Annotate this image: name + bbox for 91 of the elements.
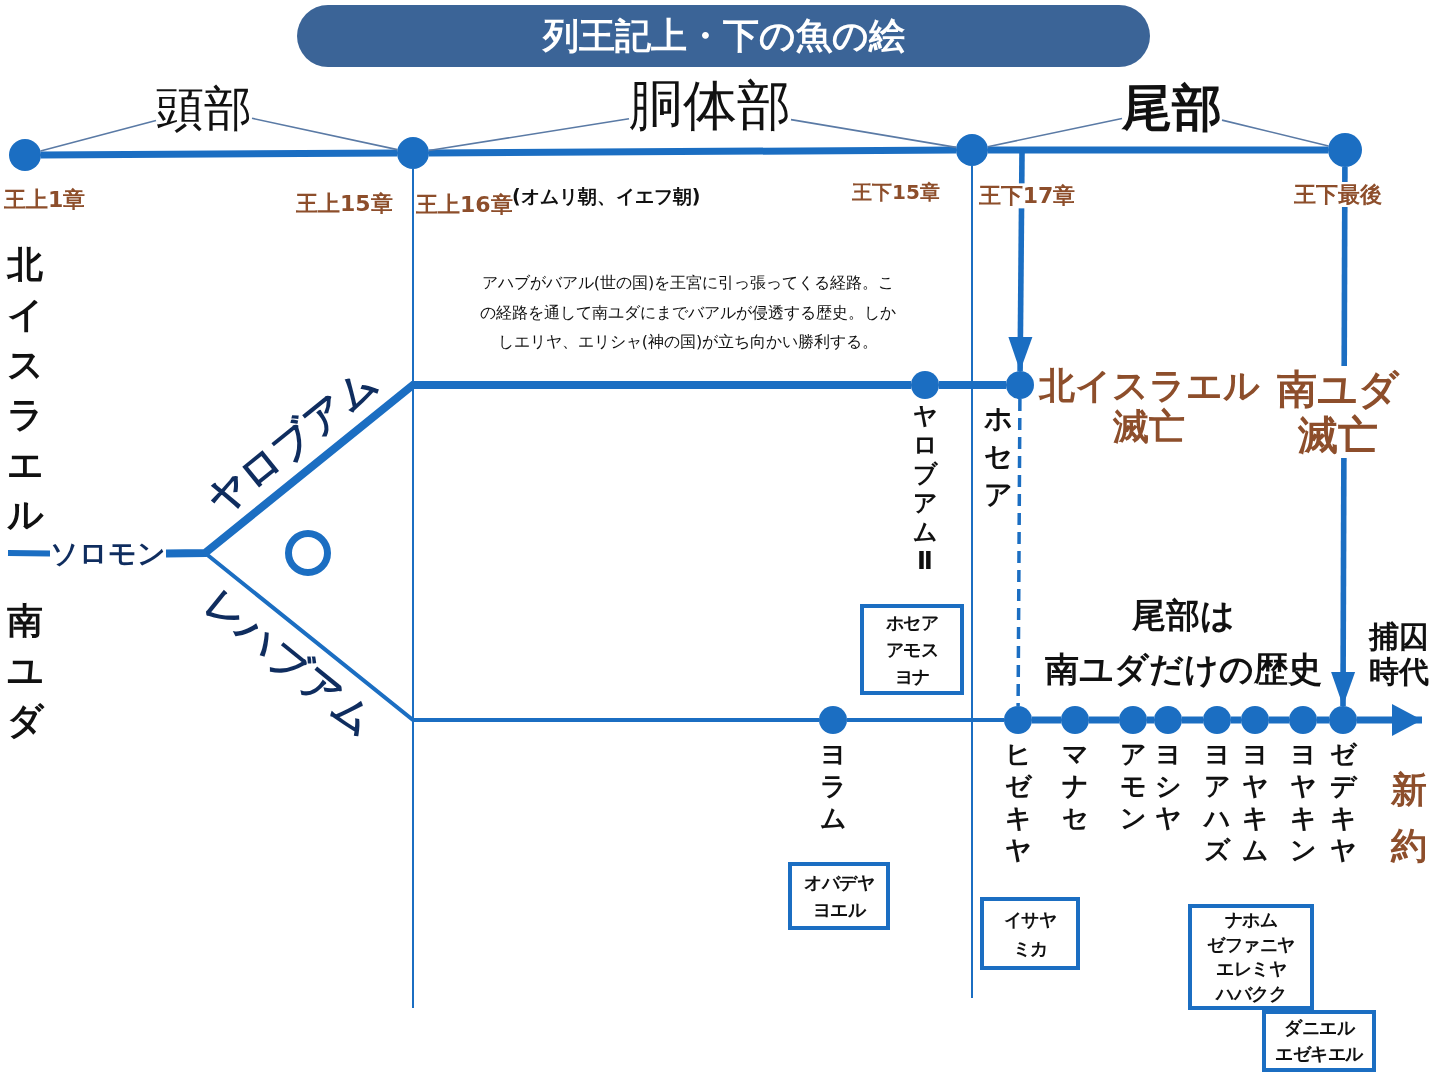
prophet-name: ヨエル — [812, 898, 866, 922]
section-heading: 胴体部 — [629, 76, 791, 136]
era-label: 捕囚時代 — [1367, 620, 1430, 689]
timeline-dot — [1061, 706, 1089, 734]
era-label: 新約 — [1390, 768, 1428, 868]
timeline-dot — [1241, 706, 1269, 734]
king-name: ヨヤキン — [1289, 738, 1317, 866]
timeline-dot — [9, 139, 41, 171]
timeline-dot — [1006, 371, 1034, 399]
section-heading: 頭部 — [156, 81, 252, 135]
king-name: ヨアハズ — [1203, 738, 1231, 866]
prophet-name: ダニエル — [1284, 1016, 1354, 1040]
timeline-dot — [819, 706, 847, 734]
timeline-line — [847, 718, 1004, 722]
timeline-dot — [1004, 706, 1032, 734]
prophet-name: エゼキエル — [1275, 1042, 1363, 1066]
dashed-line — [1016, 399, 1022, 706]
king-name: ヨラム — [819, 738, 847, 834]
leader-line — [986, 117, 1123, 148]
note-text: 南ユダだけの歴史 — [1045, 650, 1322, 690]
leader-line — [251, 117, 399, 151]
prophet-name: イサヤ — [1003, 907, 1057, 932]
timeline-line — [939, 381, 1006, 389]
timeline-dot — [1329, 706, 1357, 734]
note-text: 尾部は — [1132, 596, 1235, 636]
divider-line — [412, 168, 414, 1009]
timeline-dot — [956, 134, 988, 166]
prophet-name: ヨナ — [894, 665, 930, 689]
timeline-line — [1231, 716, 1241, 724]
chapter-label: 王上1章 — [4, 187, 86, 213]
dynasty-note: (オムリ朝、イエフ朝) — [512, 186, 701, 207]
timeline-dot — [911, 371, 939, 399]
prophet-box — [860, 604, 964, 695]
timeline-line — [1317, 716, 1329, 724]
prophet-name: エレミヤ — [1216, 957, 1286, 981]
timeline-dot — [1328, 133, 1362, 167]
king-name: ヨシヤ — [1154, 738, 1182, 834]
prophet-name: アモス — [885, 638, 939, 662]
event-label: 北イスラエル滅亡 — [1037, 365, 1261, 448]
timeline-dot — [1119, 706, 1147, 734]
leader-line — [1221, 119, 1330, 147]
chapter-label: 王下17章 — [978, 183, 1076, 209]
leader-line — [428, 118, 630, 152]
timeline-line — [429, 146, 956, 157]
timeline-dot — [1203, 706, 1231, 734]
arrow — [1008, 152, 1033, 372]
timeline-line — [988, 146, 1328, 154]
kingdom-label: 北イスラエル — [6, 243, 44, 537]
leader-line — [39, 119, 157, 152]
timeline-dot — [397, 137, 429, 169]
prophet-name: オバデヤ — [804, 871, 874, 895]
timeline-line — [1032, 716, 1061, 724]
king-name: ヒゼキヤ — [1004, 738, 1032, 866]
king-name: ゼデキヤ — [1329, 738, 1357, 866]
timeline-line — [7, 550, 51, 557]
description-text: アハブがバアル(世の国)を王宮に引っ張ってくる経路。この経路を通して南ユダにまでバアルが侵透する歴史。しかしエリヤ、エリシャ(神の国)が立ち向かい勝利する。 — [479, 272, 897, 354]
prophet-box — [980, 897, 1080, 970]
timeline-dot — [1289, 706, 1317, 734]
king-name: ヨヤキム — [1241, 738, 1269, 866]
timeline-line — [1147, 716, 1154, 724]
leader-line — [790, 118, 957, 149]
divider-line — [971, 165, 973, 999]
timeline-line — [165, 551, 819, 722]
king-name: マナセ — [1061, 738, 1089, 834]
chapter-label: 王上15章 — [296, 191, 393, 217]
prophet-name: ゼファニヤ — [1207, 932, 1295, 957]
king-name: レハブアム — [195, 579, 385, 745]
prophet-box — [1188, 904, 1314, 1010]
king-name: ソロモン — [50, 538, 166, 570]
king-name: アモン — [1119, 738, 1147, 834]
prophet-box — [788, 862, 890, 930]
timeline-line — [41, 149, 397, 159]
chapter-label: 王下最後 — [1294, 182, 1382, 208]
title-banner: 列王記上・下の魚の絵 — [297, 5, 1150, 67]
prophet-name: ナホム — [1224, 908, 1278, 932]
timeline-dot — [1154, 706, 1182, 734]
chapter-label: 王下15章 — [852, 181, 940, 204]
section-heading: 尾部 — [1122, 80, 1222, 136]
king-name: ヤロブアム — [197, 358, 387, 524]
prophet-name: ハバクク — [1216, 981, 1286, 1006]
prophet-box — [1262, 1010, 1376, 1072]
timeline-line — [1089, 716, 1119, 724]
prophet-name: ミカ — [1012, 936, 1048, 961]
kingdom-label: 南ユダ — [6, 599, 44, 743]
timeline-line — [1269, 716, 1289, 724]
king-name: ヤロブアムⅡ — [912, 402, 938, 576]
timeline-line — [165, 381, 911, 558]
chapter-label: 王上16章 — [416, 192, 513, 218]
timeline-line — [1182, 716, 1203, 724]
king-name: ホセア — [983, 401, 1013, 513]
prophet-name: ホセア — [885, 611, 939, 635]
